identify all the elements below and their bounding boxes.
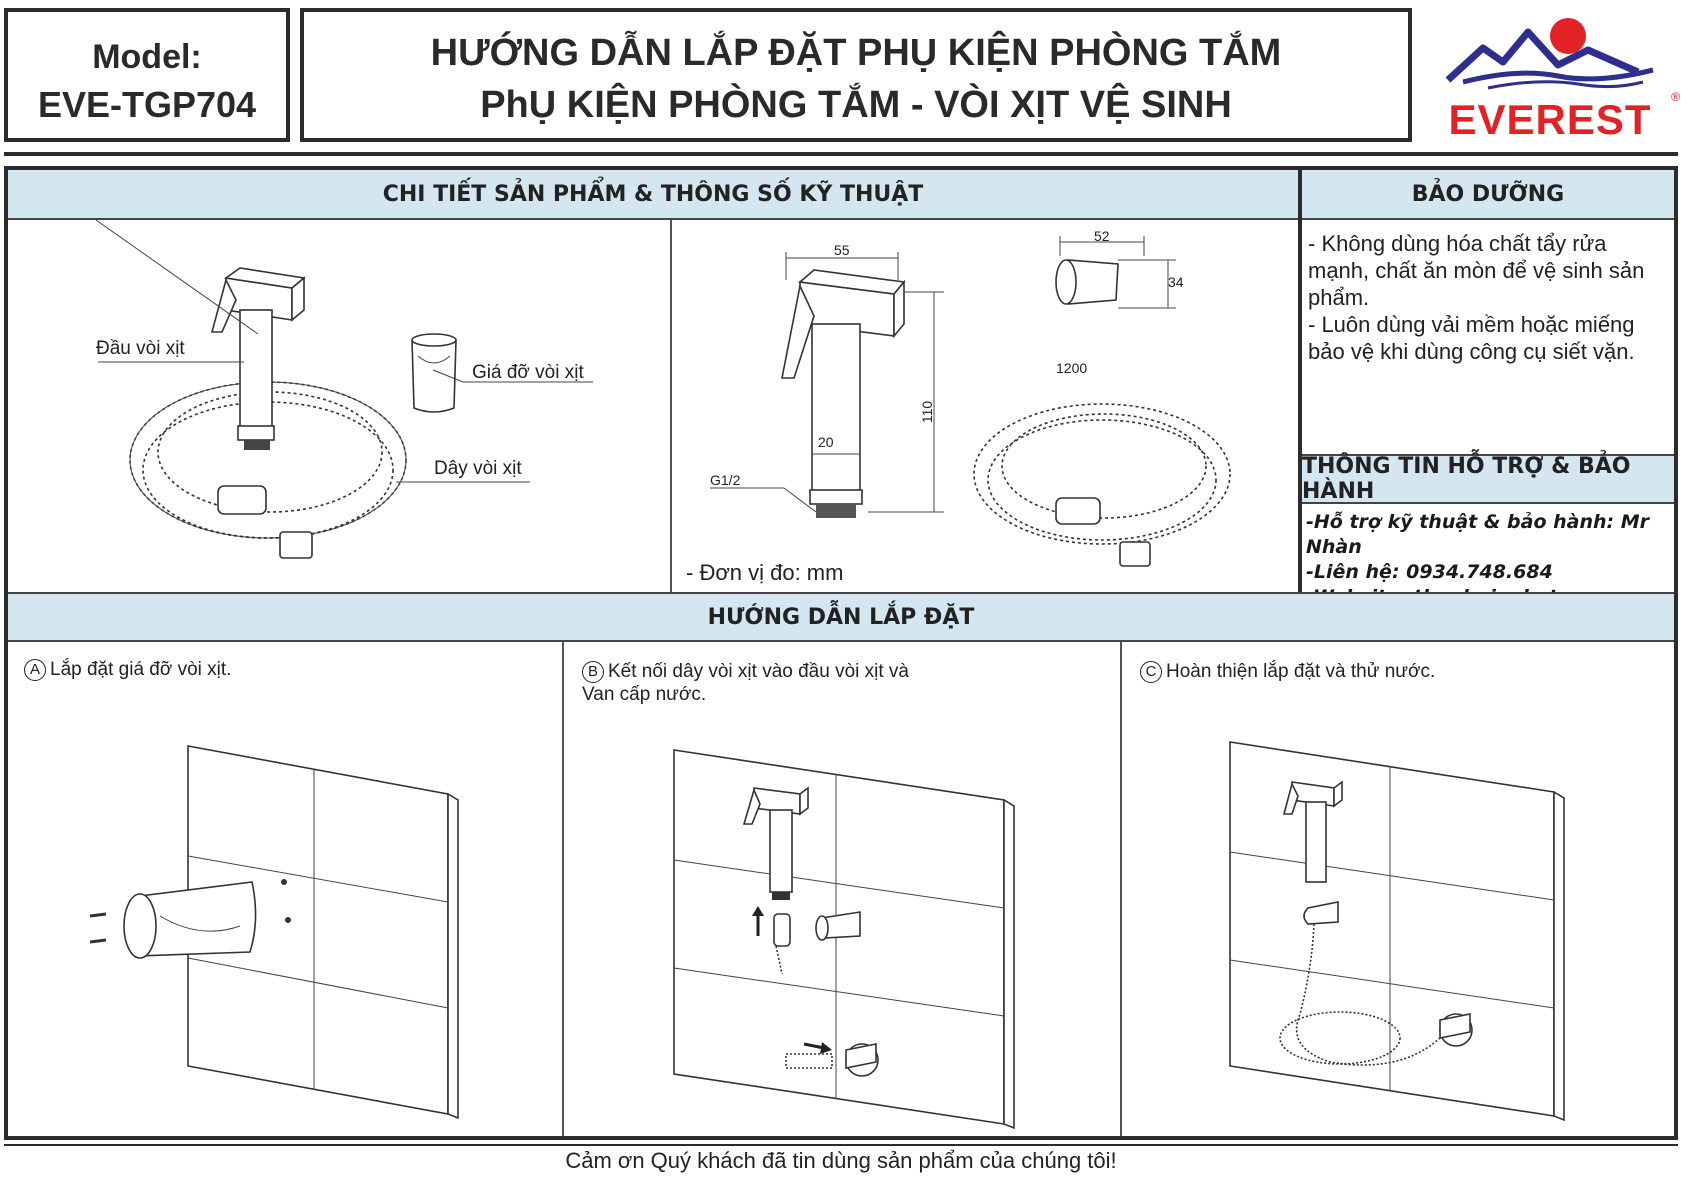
- model-value: EVE-TGP704: [37, 84, 257, 125]
- label-sprayer-head: Đầu vòi xịt: [96, 338, 185, 359]
- spec-section-title: CHI TIẾT SẢN PHẨM & THÔNG SỐ KỸ THUẬT: [8, 170, 1298, 220]
- hose-connector-icon: [785, 1053, 833, 1069]
- sprayer-head-icon: [1282, 780, 1343, 883]
- valve-icon: [845, 1043, 879, 1077]
- hose-line-icon: [1279, 923, 1441, 1066]
- product-parts-illustration: [95, 219, 593, 559]
- step-b-text: Kết nối dây vòi xịt vào đầu vòi xịt và: [608, 661, 909, 682]
- care-text: - Không dùng hóa chất tẩy rửa mạnh, chất…: [1308, 230, 1670, 365]
- page-subtitle: PhỤ KIỆN PHÒNG TẮM - VÒI XỊT VỆ SINH: [480, 84, 1232, 126]
- sprayer-head-icon: [742, 786, 809, 900]
- dim-hose-length: 1200: [1056, 360, 1088, 376]
- hose-dimension-icon: [973, 403, 1231, 567]
- title-box: HƯỚNG DẪN LẮP ĐẶT PHỤ KIỆN PHÒNG TẮM PhỤ…: [300, 8, 1412, 142]
- model-box: Model: EVE-TGP704: [4, 8, 290, 142]
- arrow-right-icon: [803, 1042, 832, 1054]
- step-c-letter: C: [1140, 661, 1162, 683]
- dim-head-width: 55: [834, 242, 850, 258]
- registered-mark: ®: [1671, 90, 1680, 104]
- logo-text: EVEREST: [1448, 96, 1652, 143]
- mountain-logo-icon: [1445, 18, 1654, 90]
- page-title: HƯỚNG DẪN LẮP ĐẶT PHỤ KIỆN PHÒNG TẮM: [430, 32, 1282, 74]
- support-line-2: -Liên hệ: 0934.748.684: [1306, 561, 1553, 583]
- step-a-text: Lắp đặt giá đỡ vòi xịt.: [50, 659, 232, 680]
- unit-note: - Đơn vị đo: mm: [686, 560, 844, 585]
- step-divider-2: [1120, 642, 1122, 1136]
- care-line-2: - Luôn dùng vải mềm hoặc miếng bảo vệ kh…: [1308, 312, 1635, 364]
- hose-end-icon: [773, 913, 791, 975]
- wall-tile-icon: [673, 749, 1015, 1130]
- step-a-illustration: [89, 745, 459, 1120]
- step-b-text-2: Van cấp nước.: [582, 684, 707, 705]
- screw-icon: [89, 912, 107, 944]
- dim-holder-width: 52: [1094, 228, 1110, 244]
- wall-tile-icon: [187, 745, 459, 1120]
- step-a-letter: A: [24, 659, 46, 681]
- dim-body-width: 20: [818, 434, 834, 450]
- dimension-drawing: [710, 236, 1231, 567]
- dim-thread: G1/2: [710, 472, 741, 488]
- install-section-title: HƯỚNG DẪN LẮP ĐẶT: [8, 592, 1674, 642]
- arrow-up-icon: [752, 906, 764, 936]
- footer-divider: [4, 1144, 1678, 1146]
- support-line-1: -Hỗ trợ kỹ thuật & bảo hành: Mr Nhàn: [1306, 511, 1650, 558]
- step-b-letter: B: [582, 661, 604, 683]
- step-c-illustration: [1229, 741, 1565, 1122]
- label-hose: Dây vòi xịt: [434, 458, 522, 479]
- hose-coil-icon: [129, 381, 407, 559]
- holder-icon: [1303, 901, 1339, 925]
- sprayer-head-icon: [210, 267, 306, 450]
- spec-divider: [670, 220, 672, 592]
- dim-holder-height: 34: [1168, 274, 1184, 290]
- holder-icon: [411, 333, 457, 413]
- care-section-title: BẢO DƯỠNG: [1302, 170, 1674, 220]
- step-b-illustration: [673, 749, 1015, 1130]
- sprayer-dimension-icon: [710, 252, 944, 518]
- holder-icon: [815, 911, 861, 941]
- holder-mount-icon: [123, 879, 291, 959]
- care-line-1: - Không dùng hóa chất tẩy rửa mạnh, chất…: [1308, 231, 1645, 310]
- dim-head-height: 110: [919, 400, 936, 424]
- main-frame: [4, 166, 1678, 1140]
- model-label: Model:: [92, 38, 202, 76]
- holder-dimension-icon: [1055, 236, 1176, 309]
- side-divider: [1298, 170, 1302, 592]
- valve-icon: [1439, 1013, 1473, 1047]
- footer-text: Cảm ơn Quý khách đã tin dùng sản phẩm củ…: [565, 1148, 1117, 1173]
- everest-logo: EVEREST ®: [1428, 10, 1680, 143]
- step-c-text: Hoàn thiện lắp đặt và thử nước.: [1166, 661, 1436, 682]
- step-divider-1: [562, 642, 564, 1136]
- wall-tile-icon: [1229, 741, 1565, 1122]
- header-divider: [4, 152, 1678, 156]
- support-section-title: THÔNG TIN HỖ TRỢ & BẢO HÀNH: [1302, 454, 1674, 504]
- label-holder: Giá đỡ vòi xịt: [472, 362, 584, 383]
- support-text: -Hỗ trợ kỹ thuật & bảo hành: Mr Nhàn -Li…: [1306, 510, 1672, 610]
